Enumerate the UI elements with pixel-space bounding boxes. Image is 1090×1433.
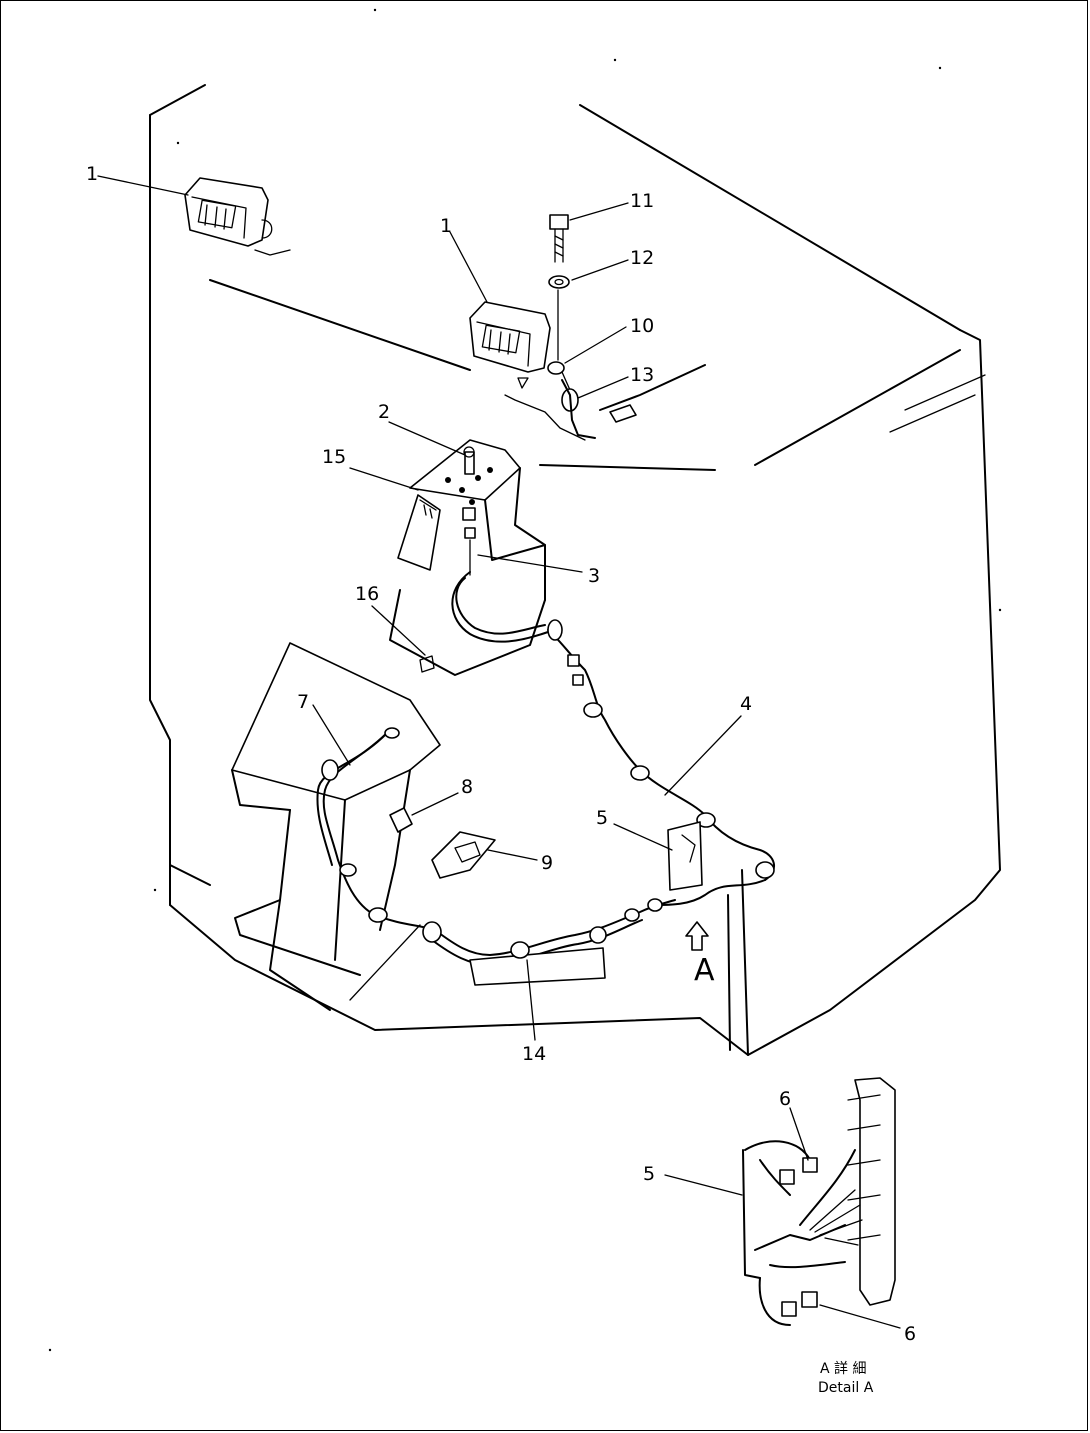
bracket-5 bbox=[667, 821, 703, 891]
callout-12: 12 bbox=[630, 247, 654, 269]
grommet-13 bbox=[561, 364, 706, 439]
callout-5-detail: 5 bbox=[643, 1163, 655, 1185]
callout-3: 3 bbox=[588, 565, 600, 587]
work-lamp-left bbox=[184, 177, 291, 256]
leader-lines bbox=[97, 175, 901, 1329]
view-marker-label: A bbox=[694, 953, 715, 988]
callout-9: 9 bbox=[541, 852, 553, 874]
callout-7: 7 bbox=[297, 691, 309, 713]
scan-specks bbox=[48, 8, 1002, 1352]
work-lamp-right bbox=[469, 301, 586, 441]
clip-10 bbox=[547, 361, 571, 391]
callout-14: 14 bbox=[522, 1043, 546, 1065]
detail-caption-en: Detail A bbox=[818, 1380, 874, 1396]
callout-labels: 1 1 11 12 10 13 2 15 3 16 4 7 8 5 9 14 6… bbox=[86, 163, 916, 1345]
wiring-harness-14 bbox=[316, 727, 676, 986]
up-arrow-icon bbox=[685, 921, 709, 951]
callout-2: 2 bbox=[378, 401, 390, 423]
callout-13: 13 bbox=[630, 364, 654, 386]
wiring-harness-4 bbox=[451, 571, 775, 906]
detail-caption-jp: A 詳 細 bbox=[820, 1361, 866, 1377]
callout-15: 15 bbox=[322, 446, 346, 468]
callout-6-bottom: 6 bbox=[904, 1323, 916, 1345]
callout-11: 11 bbox=[630, 190, 654, 212]
callout-4: 4 bbox=[740, 693, 752, 715]
relay-box bbox=[389, 439, 546, 676]
callout-6-top: 6 bbox=[779, 1088, 791, 1110]
cab-body bbox=[149, 84, 1001, 1056]
bolt-11 bbox=[549, 214, 569, 263]
callout-8: 8 bbox=[461, 776, 473, 798]
connector-8 bbox=[389, 807, 413, 833]
switch-9 bbox=[431, 831, 496, 879]
callout-1-left: 1 bbox=[86, 163, 98, 185]
detail-a-view bbox=[742, 1077, 896, 1326]
washer-12 bbox=[548, 275, 570, 289]
callout-10: 10 bbox=[630, 315, 654, 337]
callout-1-right: 1 bbox=[440, 215, 452, 237]
callout-5-main: 5 bbox=[596, 807, 608, 829]
side-console bbox=[231, 642, 441, 1011]
callout-16: 16 bbox=[355, 583, 379, 605]
